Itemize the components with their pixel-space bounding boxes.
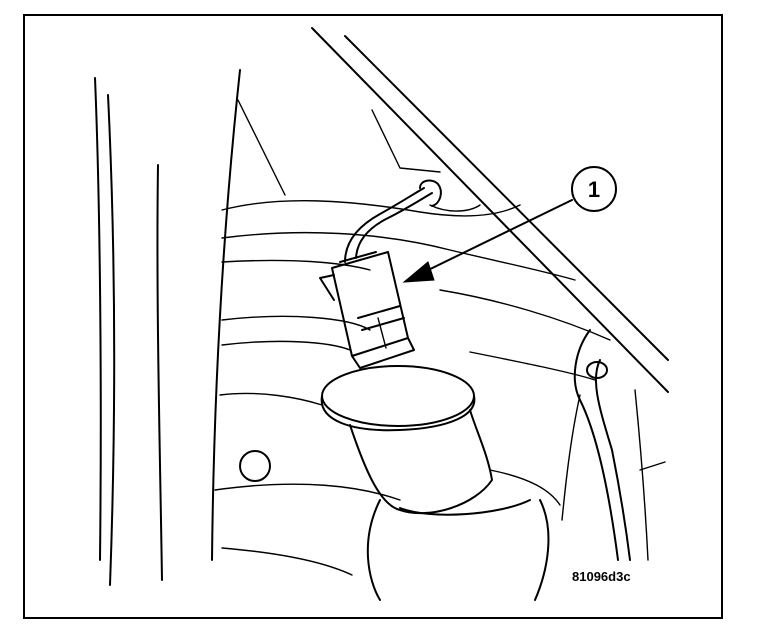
- center-pillar-line: [211, 69, 241, 561]
- lower-line-2: [221, 547, 353, 576]
- sensor-grommet-top: [321, 365, 475, 427]
- upper-panel-line: [371, 109, 441, 173]
- contour-7: [439, 289, 611, 341]
- wire-lead-1: [344, 187, 425, 263]
- callout-number-1: 1: [588, 177, 600, 202]
- right-pipe-end: [586, 361, 608, 379]
- left-panel-edge-outer: [94, 77, 102, 561]
- lower-line-3: [489, 469, 561, 506]
- contour-5: [221, 340, 351, 351]
- figure-frame: [23, 14, 723, 619]
- contour-4: [221, 315, 371, 331]
- sensor-grommet-lip: [320, 395, 476, 432]
- left-panel-edge-inner: [107, 94, 116, 586]
- contour-1: [221, 200, 521, 217]
- contour-3: [221, 259, 371, 271]
- wire-loom-end: [419, 179, 442, 207]
- callout-leader-arrow: [402, 199, 573, 283]
- right-pipe-line-a: [634, 389, 649, 561]
- wire-lead-2: [355, 192, 433, 259]
- right-pipe-line-b: [561, 394, 581, 521]
- electrical-connector: [319, 251, 415, 369]
- mounting-hole: [239, 450, 271, 482]
- trim-diagonal-outer: [311, 27, 669, 393]
- right-bracket-line: [639, 461, 666, 471]
- trim-diagonal-inner: [344, 35, 669, 361]
- left-pillar-line: [156, 164, 163, 581]
- figure-id-label: 81096d3c: [572, 569, 631, 584]
- component-mount-body: [366, 499, 550, 601]
- contour-8: [469, 351, 596, 381]
- center-pillar-diagonal: [237, 99, 286, 196]
- right-pipe-outer: [573, 329, 619, 561]
- lower-line-1: [214, 483, 401, 501]
- right-pipe-inner: [594, 359, 631, 561]
- sensor-body: [349, 409, 493, 515]
- wire-loom-clip: [429, 204, 481, 212]
- callout-circle: [571, 166, 617, 212]
- contour-2: [221, 231, 576, 281]
- contour-6: [219, 392, 323, 406]
